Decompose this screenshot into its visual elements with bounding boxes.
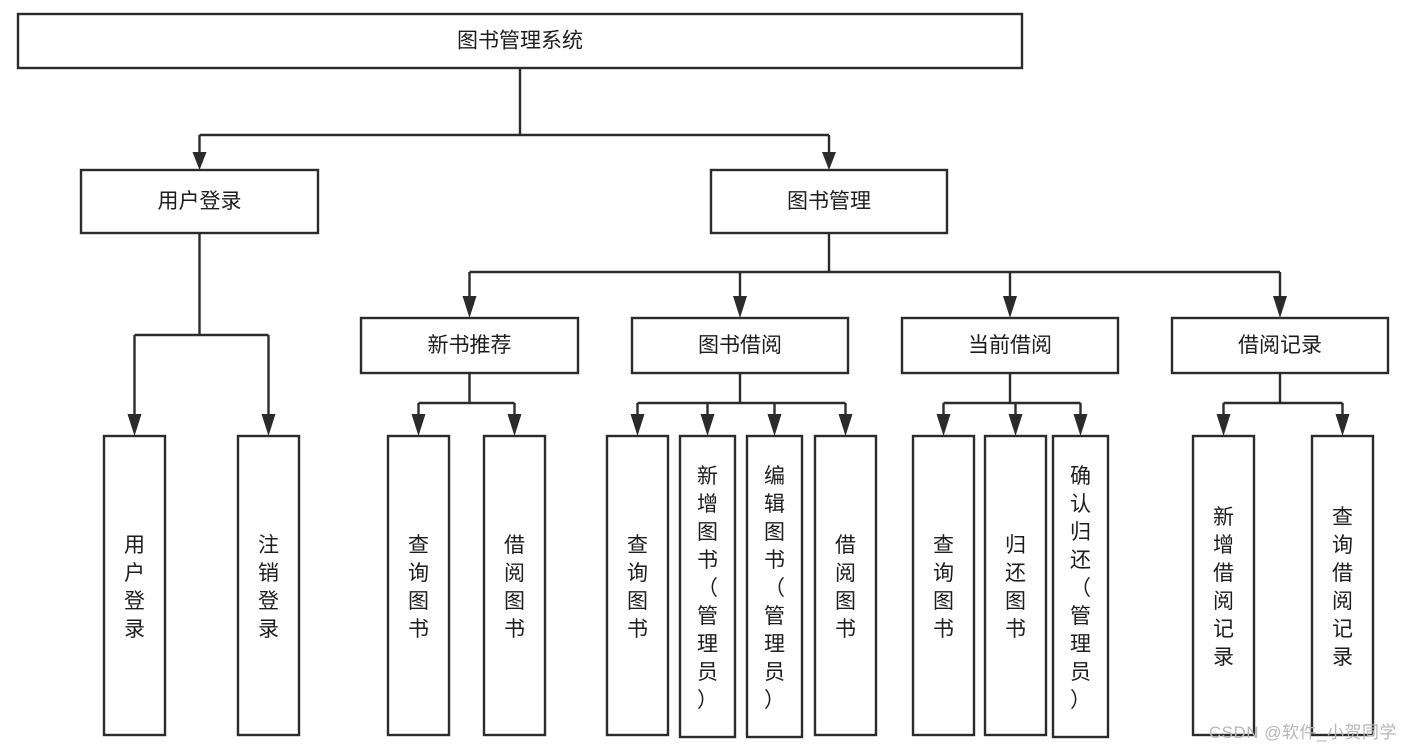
- node-level2-0[interactable]: 用户登录: [79, 168, 320, 235]
- arrow-head-record: [1273, 296, 1287, 318]
- node-level3-0[interactable]: 新书推荐: [359, 316, 580, 375]
- node-label: 查询图书: [627, 534, 648, 641]
- arrow-head-leaf-edit-book: [767, 414, 782, 436]
- node-rect[interactable]: [605, 434, 670, 737]
- node-rect[interactable]: [983, 434, 1048, 737]
- arrow-head-leaf-return-book: [1008, 414, 1023, 436]
- arrow-head-newbook: [462, 296, 477, 318]
- node-rect[interactable]: [745, 434, 804, 739]
- node-rect[interactable]: [1051, 434, 1110, 739]
- node-leaf-11[interactable]: 新增借阅记录: [1191, 434, 1256, 737]
- node-leaf-5[interactable]: 新增图书（管理员）: [678, 434, 737, 739]
- node-leaf-1[interactable]: 注销登录: [236, 434, 301, 737]
- node-rect[interactable]: [236, 434, 301, 737]
- node-label: 编辑图书（管理员）: [764, 465, 785, 712]
- node-leaf-9[interactable]: 归还图书: [983, 434, 1048, 737]
- node-rect[interactable]: [678, 434, 737, 739]
- node-leaf-0[interactable]: 用户登录: [102, 434, 167, 737]
- node-label: 图书管理系统: [457, 30, 583, 53]
- node-label: 用户登录: [124, 534, 145, 641]
- arrow-head-leaf-confirm-return: [1073, 414, 1088, 436]
- node-rect[interactable]: [709, 168, 949, 235]
- node-leaf-4[interactable]: 查询图书: [605, 434, 670, 737]
- node-label: 借阅图书: [835, 534, 856, 641]
- arrow-head-bookmgmt: [822, 152, 836, 170]
- node-label: 新增图书（管理员）: [697, 465, 718, 712]
- arrow-head-leaf-logout: [261, 414, 276, 436]
- arrow-head-leaf-query-book-3: [936, 414, 951, 436]
- node-label: 当前借阅: [968, 334, 1052, 357]
- node-leaf-2[interactable]: 查询图书: [386, 434, 451, 737]
- node-label: 用户登录: [158, 190, 242, 213]
- node-rect[interactable]: [482, 434, 547, 737]
- node-label: 注销登录: [258, 534, 279, 641]
- arrow-head-userlogin: [192, 152, 207, 170]
- node-rect[interactable]: [1191, 434, 1256, 737]
- node-rect[interactable]: [359, 316, 580, 375]
- arrow-head-leaf-query-book-1: [411, 414, 426, 436]
- node-leaf-7[interactable]: 借阅图书: [813, 434, 878, 737]
- node-label: 借阅图书: [504, 534, 525, 641]
- node-level3-3[interactable]: 借阅记录: [1170, 316, 1390, 375]
- node-rect[interactable]: [900, 316, 1120, 375]
- node-leaf-8[interactable]: 查询图书: [911, 434, 976, 737]
- node-rect[interactable]: [813, 434, 878, 737]
- arrow-head-leaf-borrow-book-2: [838, 414, 853, 436]
- arrow-head-leaf-query-record: [1335, 414, 1350, 436]
- node-rect[interactable]: [1170, 316, 1390, 375]
- node-label: 图书借阅: [698, 334, 782, 357]
- node-leaf-10[interactable]: 确认归还（管理员）: [1051, 434, 1110, 739]
- node-label: 图书管理: [787, 190, 871, 213]
- node-level3-2[interactable]: 当前借阅: [900, 316, 1120, 375]
- node-leaf-3[interactable]: 借阅图书: [482, 434, 547, 737]
- node-rect[interactable]: [79, 168, 320, 235]
- node-label: 新书推荐: [428, 334, 512, 357]
- arrow-head-leaf-user-login: [127, 414, 142, 436]
- node-root-0[interactable]: 图书管理系统: [16, 12, 1024, 70]
- node-label: 查询借阅记录: [1332, 506, 1353, 669]
- arrow-head-leaf-query-book-2: [630, 414, 645, 436]
- node-label: 查询图书: [933, 534, 954, 641]
- arrow-head-leaf-add-book: [700, 414, 715, 436]
- node-label: 新增借阅记录: [1213, 506, 1234, 669]
- node-level2-1[interactable]: 图书管理: [709, 168, 949, 235]
- arrow-head-borrow: [733, 296, 747, 318]
- node-rect[interactable]: [386, 434, 451, 737]
- connector-layer: [127, 68, 1350, 436]
- node-rect[interactable]: [16, 12, 1024, 70]
- node-rect[interactable]: [630, 316, 850, 375]
- arrow-head-leaf-borrow-book-1: [507, 414, 522, 436]
- arrow-head-current: [1003, 296, 1017, 318]
- csdn-watermark: CSDN @软件_小贺同学: [1208, 723, 1397, 742]
- node-label: 借阅记录: [1238, 334, 1322, 357]
- node-label: 确认归还（管理员）: [1070, 465, 1091, 712]
- node-leaf-6[interactable]: 编辑图书（管理员）: [745, 434, 804, 739]
- node-leaf-12[interactable]: 查询借阅记录: [1310, 434, 1375, 737]
- node-rect[interactable]: [102, 434, 167, 737]
- node-rect[interactable]: [911, 434, 976, 737]
- arrow-head-leaf-add-record: [1216, 414, 1231, 436]
- node-rect[interactable]: [1310, 434, 1375, 737]
- node-level3-1[interactable]: 图书借阅: [630, 316, 850, 375]
- node-layer: 图书管理系统用户登录图书管理新书推荐图书借阅当前借阅借阅记录用户登录注销登录查询…: [16, 12, 1390, 739]
- node-label: 归还图书: [1005, 534, 1026, 641]
- node-label: 查询图书: [408, 534, 429, 641]
